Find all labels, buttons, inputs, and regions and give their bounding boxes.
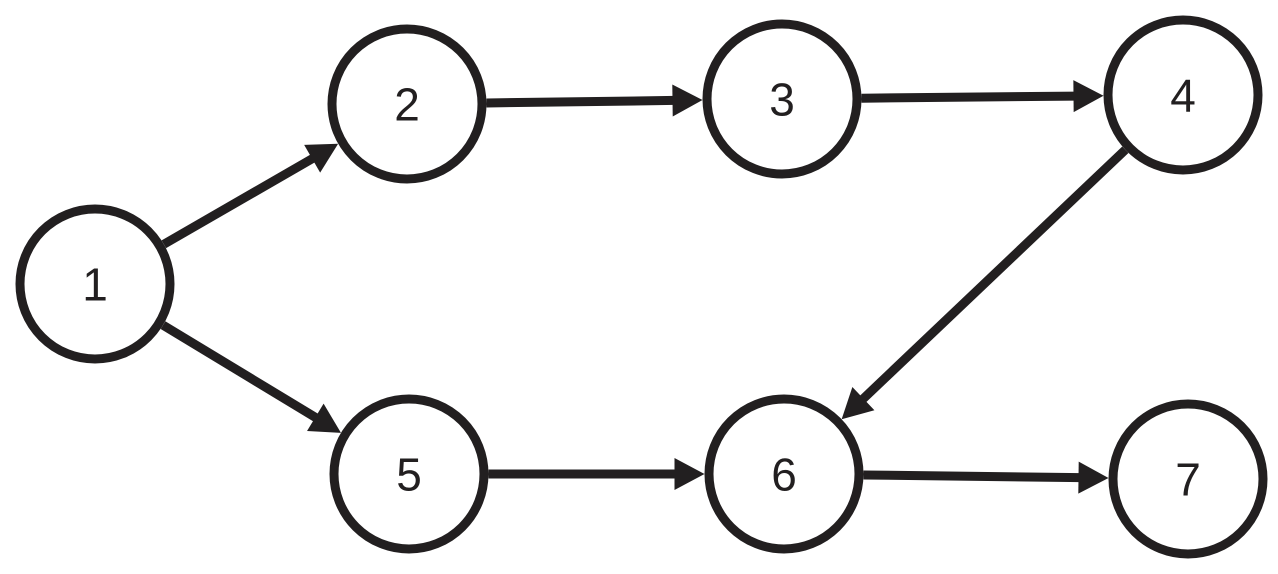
arrowhead [672, 84, 703, 117]
node-3: 3 [702, 19, 862, 179]
edge-line [861, 91, 1076, 103]
node-6: 6 [704, 394, 864, 554]
edge-1-5 [160, 321, 341, 433]
edge-6-7 [863, 461, 1109, 494]
node-circle [1103, 15, 1263, 175]
edge-3-4 [861, 80, 1104, 113]
node-label: 2 [394, 78, 420, 130]
node-label: 7 [1175, 453, 1201, 505]
arrowhead [841, 386, 875, 420]
node-4: 4 [1103, 15, 1263, 175]
node-label: 3 [769, 73, 795, 125]
edge-line [858, 146, 1129, 404]
node-circle [1108, 399, 1268, 559]
node-circle [15, 204, 175, 364]
arrowhead [307, 403, 341, 433]
edge-line [486, 95, 675, 108]
arrowhead [304, 143, 339, 173]
edge-line [863, 470, 1081, 483]
edge-1-2 [161, 143, 339, 249]
arrowhead [1078, 461, 1109, 494]
node-2: 2 [327, 24, 487, 184]
node-circle [327, 24, 487, 184]
edge-line [161, 153, 317, 249]
edge-5-6 [488, 458, 705, 490]
node-5: 5 [329, 394, 489, 554]
node-circle [704, 394, 864, 554]
edge-4-6 [841, 146, 1129, 420]
node-7: 7 [1108, 399, 1268, 559]
node-label: 5 [396, 448, 422, 500]
edge-2-3 [486, 84, 703, 117]
node-label: 4 [1170, 69, 1196, 121]
node-1: 1 [15, 204, 175, 364]
node-label: 1 [82, 258, 108, 310]
node-label: 6 [771, 448, 797, 500]
node-circle [329, 394, 489, 554]
arrowhead [1073, 80, 1104, 113]
node-circle [702, 19, 862, 179]
arrowhead [674, 458, 705, 490]
edge-line [160, 321, 320, 423]
